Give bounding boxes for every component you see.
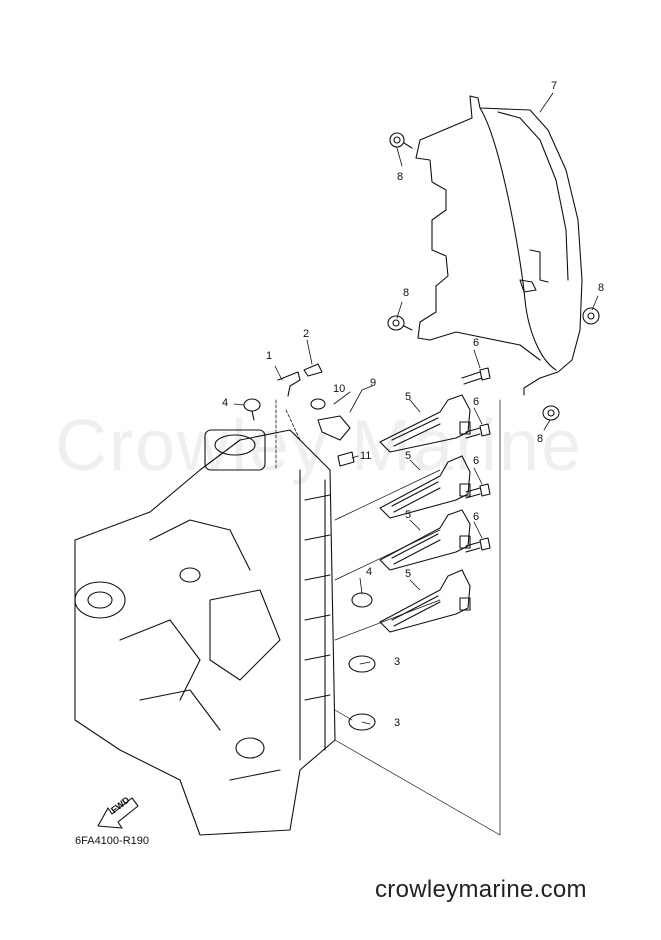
callout-8b: 8 [403, 287, 410, 299]
ignition-coil-4 [379, 569, 471, 633]
cover-panel [415, 95, 583, 396]
callout-6d: 6 [473, 511, 480, 523]
callout-2: 2 [303, 328, 310, 340]
leader-lines [233, 92, 599, 836]
grommet-mid-left [387, 315, 413, 331]
callout-11: 11 [360, 450, 372, 462]
diagram-code: 6FA4100-R190 [75, 835, 149, 847]
website-link[interactable]: crowleymarine.com [375, 876, 587, 903]
fwd-arrow-icon [97, 797, 139, 829]
sensor-assembly [277, 363, 355, 467]
bolt-set [461, 367, 491, 553]
callout-3: 3 [394, 656, 401, 668]
ignition-coil-1 [379, 394, 471, 453]
callout-10: 10 [333, 383, 346, 395]
callout-5b: 5 [405, 450, 412, 462]
callout-8c: 8 [598, 282, 605, 294]
callout-6: 6 [473, 337, 480, 349]
callout-4b: 4 [366, 566, 373, 578]
callout-4: 4 [222, 397, 229, 409]
grommet-mid-right [582, 307, 600, 325]
callout-8: 8 [397, 171, 404, 183]
callout-5d: 5 [405, 568, 412, 580]
callout-5c: 5 [405, 509, 412, 521]
grommet-bottom-right [542, 405, 560, 421]
callout-5: 5 [405, 391, 412, 403]
callout-7: 7 [551, 80, 558, 92]
callout-3b: 3 [394, 717, 401, 729]
callout-6b: 6 [473, 396, 480, 408]
grommet-top-left [389, 132, 413, 149]
ignition-coil-2 [379, 455, 471, 519]
callout-9: 9 [370, 377, 377, 389]
callout-1: 1 [266, 350, 273, 362]
callout-6c: 6 [473, 455, 480, 467]
callout-8d: 8 [537, 433, 544, 445]
ignition-coil-3 [379, 509, 471, 571]
engine-block [74, 429, 336, 836]
watermark-text: Crowley Marine [55, 406, 584, 486]
